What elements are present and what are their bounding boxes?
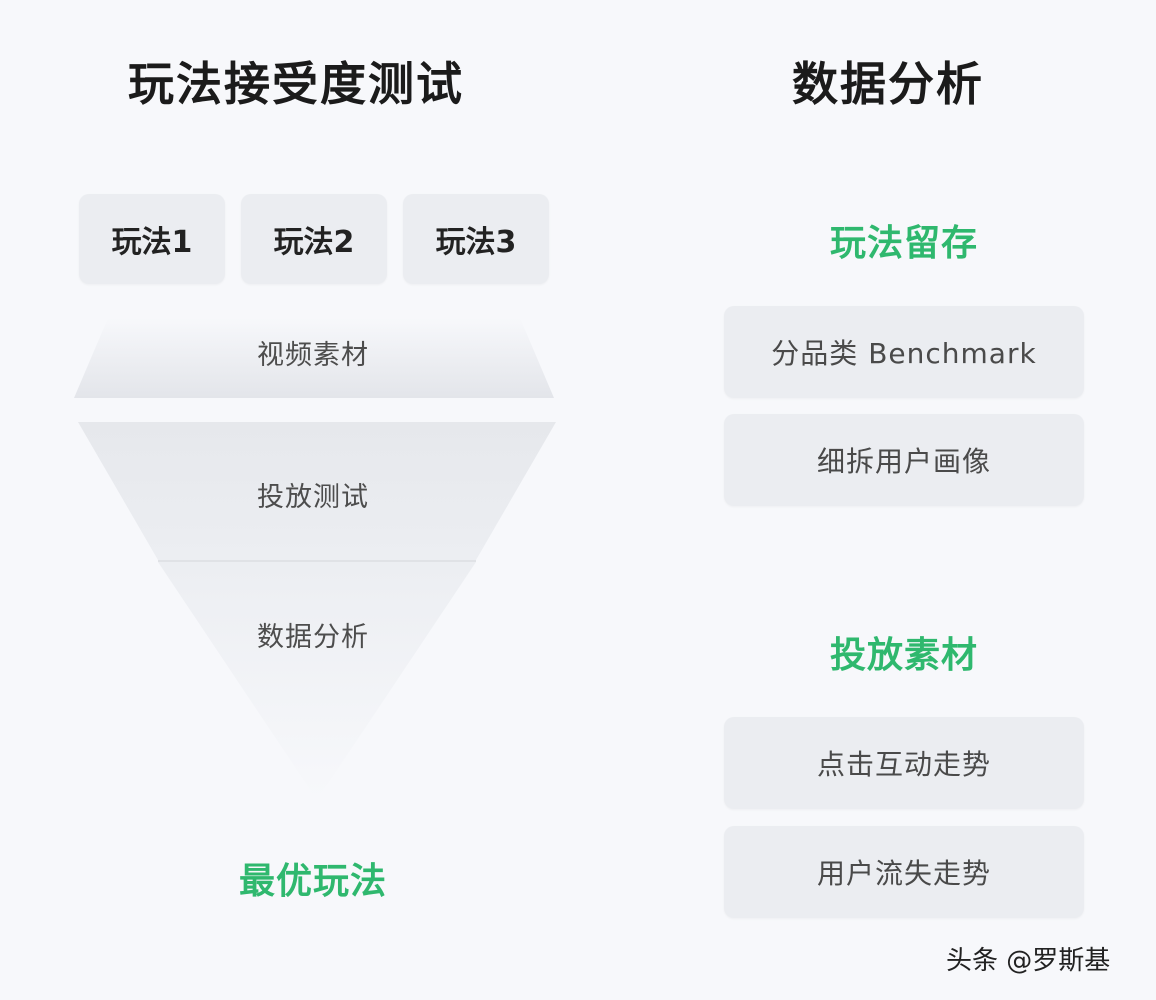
funnel-label-analysis: 数据分析 <box>257 622 369 653</box>
section-title-retention: 玩法留存 <box>829 223 978 264</box>
funnel-label-video: 视频素材 <box>257 340 369 371</box>
funnel-result: 最优玩法 <box>238 861 387 902</box>
watermark: 头条 @罗斯基 <box>946 946 1111 976</box>
funnel-label-ad-test: 投放测试 <box>257 482 369 513</box>
right-title: 数据分析 <box>792 57 984 111</box>
section-title-ad-material: 投放素材 <box>829 635 978 676</box>
chip-play-1: 玩法1 <box>79 194 225 284</box>
chip-play-2: 玩法2 <box>241 194 387 284</box>
chip-play-3: 玩法3 <box>403 194 549 284</box>
card-click-trend: 点击互动走势 <box>724 717 1084 809</box>
left-title: 玩法接受度测试 <box>128 57 464 111</box>
card-benchmark: 分品类 Benchmark <box>724 306 1084 398</box>
card-user-profile: 细拆用户画像 <box>724 414 1084 506</box>
funnel-stage-bottom <box>158 562 476 800</box>
funnel-stage-middle <box>78 422 556 560</box>
card-churn-trend: 用户流失走势 <box>724 826 1084 918</box>
funnel-stage-top <box>74 318 554 398</box>
